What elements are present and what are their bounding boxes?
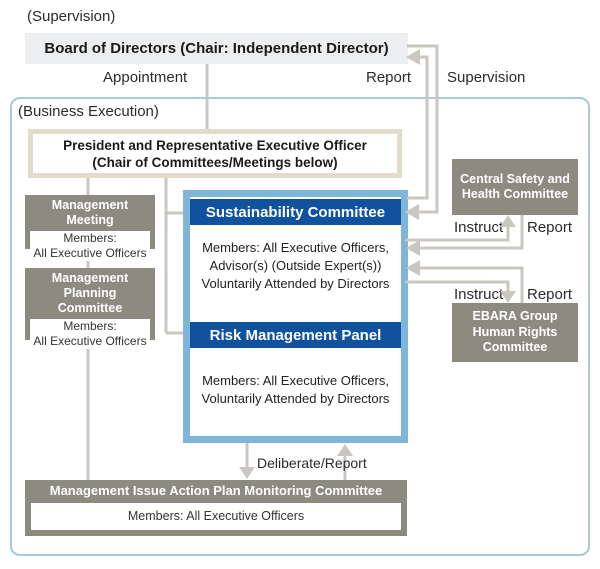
deliberate-arrowhead xyxy=(239,467,255,479)
risk-management-panel-members: Members: All Executive Officers, Volunta… xyxy=(190,372,401,408)
sustainability-risk-container xyxy=(183,190,408,443)
sustainability-committee-title: Sustainability Committee xyxy=(205,203,386,221)
monitoring-committee-title: Management Issue Action Plan Monitoring … xyxy=(49,483,383,498)
management-planning-title-line2: Committee xyxy=(57,301,123,315)
risk-management-panel-header: Risk Management Panel xyxy=(190,322,401,348)
deliberate-report-label: Deliberate/Report xyxy=(257,455,367,471)
management-planning-members: Members: All Executive Officers xyxy=(30,319,150,349)
management-meeting-box: Management Meeting Members: All Executiv… xyxy=(25,195,155,261)
management-planning-members-line2: All Executive Officers xyxy=(33,334,147,348)
report-human-rights-label: Report xyxy=(527,286,573,303)
president-title-line1: President and Representative Executive O… xyxy=(63,137,367,153)
report-top-label: Report xyxy=(366,69,412,86)
monitoring-committee-members-text: Members: All Executive Officers xyxy=(127,509,305,523)
human-rights-line1: EBARA Group xyxy=(472,309,558,324)
board-of-directors-title: Board of Directors (Chair: Independent D… xyxy=(44,40,389,57)
monitoring-committee-members: Members: All Executive Officers xyxy=(31,503,401,530)
report-up-arrowhead xyxy=(337,444,353,456)
sustainability-members-line2: Advisor(s) (Outside Expert(s)) xyxy=(209,258,382,273)
business-execution-label: (Business Execution) xyxy=(18,103,159,120)
management-planning-title: Management Planning Committee xyxy=(25,268,155,318)
central-safety-health-box: Central Safety and Health Committee xyxy=(452,159,578,215)
sustainability-members-line1: Members: All Executive Officers, xyxy=(202,240,389,255)
instruct-central-safety-label: Instruct xyxy=(454,219,504,236)
business-execution-container xyxy=(10,97,590,556)
monitoring-committee-box: Management Issue Action Plan Monitoring … xyxy=(25,480,407,536)
supervision-top-label: Supervision xyxy=(447,69,526,86)
management-planning-box: Management Planning Committee Members: A… xyxy=(25,268,155,349)
management-planning-title-line1: Management Planning xyxy=(51,271,129,300)
management-planning-members-line1: Members: xyxy=(63,319,117,333)
instruct-human-rights-label: Instruct xyxy=(454,286,504,303)
appointment-label: Appointment xyxy=(103,69,188,86)
risk-members-line1: Members: All Executive Officers, xyxy=(202,373,389,388)
management-meeting-members: Members: All Executive Officers xyxy=(30,231,150,261)
risk-members-line2: Voluntarily Attended by Directors xyxy=(201,391,390,406)
sustainability-committee-header: Sustainability Committee xyxy=(190,199,401,225)
sustainability-members-line3: Voluntarily Attended by Directors xyxy=(201,276,390,291)
president-box: President and Representative Executive O… xyxy=(28,129,402,178)
central-safety-line1: Central Safety and xyxy=(460,171,570,186)
management-meeting-title: Management Meeting xyxy=(51,198,129,227)
management-meeting-members-line2: All Executive Officers xyxy=(33,246,147,260)
human-rights-line3: Committee xyxy=(482,340,548,355)
supervision-section-label: (Supervision) xyxy=(27,8,116,25)
board-of-directors-box: Board of Directors (Chair: Independent D… xyxy=(25,33,408,64)
management-meeting-members-line1: Members: xyxy=(63,231,117,245)
human-rights-box: EBARA Group Human Rights Committee xyxy=(452,303,578,362)
report-central-safety-label: Report xyxy=(527,219,573,236)
sustainability-committee-members: Members: All Executive Officers, Advisor… xyxy=(190,239,401,293)
central-safety-line2: Health Committee xyxy=(461,187,569,201)
risk-management-panel-title: Risk Management Panel xyxy=(209,326,382,344)
president-title-line2: (Chair of Committees/Meetings below) xyxy=(92,154,338,170)
human-rights-line2: Human Rights xyxy=(472,324,558,339)
